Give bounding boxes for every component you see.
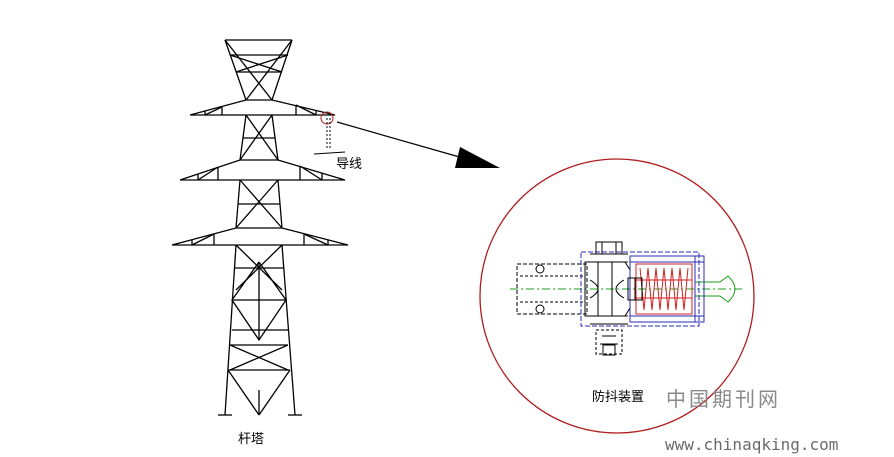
detail-arrow — [336, 121, 500, 168]
conductor-label: 导线 — [336, 157, 362, 172]
transmission-tower — [171, 39, 349, 416]
insulator-string — [313, 111, 346, 155]
detail-circle — [479, 158, 755, 434]
device-label: 防抖装置 — [592, 389, 644, 405]
watermark-url: www.chinaqking.com — [665, 435, 838, 454]
tower-label: 杆塔 — [238, 432, 264, 447]
anti-vibration-device-drawing — [510, 241, 745, 356]
watermark-cn: 中国期刊网 — [666, 387, 781, 411]
